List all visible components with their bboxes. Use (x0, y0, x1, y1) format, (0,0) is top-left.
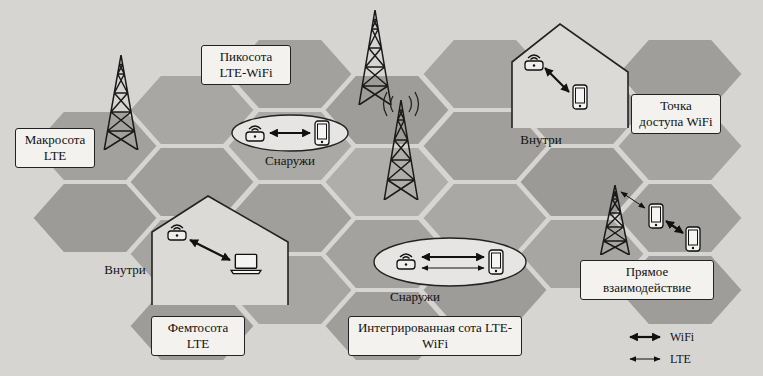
box-text: Прямое взаимодействие (587, 264, 707, 295)
radio-waves (384, 92, 419, 116)
area-label: Снаружи (390, 289, 440, 305)
house-indoor-ap (512, 24, 628, 128)
box-text: Точка доступа WiFi (638, 98, 714, 129)
area-label: Снаружи (265, 153, 315, 169)
box-text: Фемтосота LTE (158, 320, 238, 351)
label-box: Прямое взаимодействие (580, 260, 714, 299)
label-box: Пикосота LTE-WiFi (201, 45, 291, 84)
label-box: Точка доступа WiFi (631, 94, 721, 133)
area-label: Внутри (520, 132, 561, 148)
outdoor-integrated-ellipse (374, 238, 526, 286)
legend-item: WiFi (626, 330, 694, 344)
label-box: Фемтосота LTE (151, 316, 245, 355)
legend-line-sample (626, 330, 664, 344)
box-text: Макросота LTE (22, 132, 88, 163)
label-box: Макросота LTE (15, 128, 95, 167)
box-text: Пикосота LTE-WiFi (208, 49, 284, 80)
direct-d2d (621, 192, 700, 251)
legend-line-sample (626, 352, 664, 366)
legend-text: WiFi (670, 330, 694, 344)
legend-item: LTE (626, 352, 691, 366)
house-femtocell (152, 196, 288, 305)
outdoor-pico-ellipse (232, 115, 348, 151)
area-label: Внутри (104, 262, 145, 278)
legend-text: LTE (670, 352, 691, 366)
label-box: Интегрированная сота LTE-WiFi (348, 316, 522, 355)
box-text: Интегрированная сота LTE-WiFi (355, 320, 515, 351)
